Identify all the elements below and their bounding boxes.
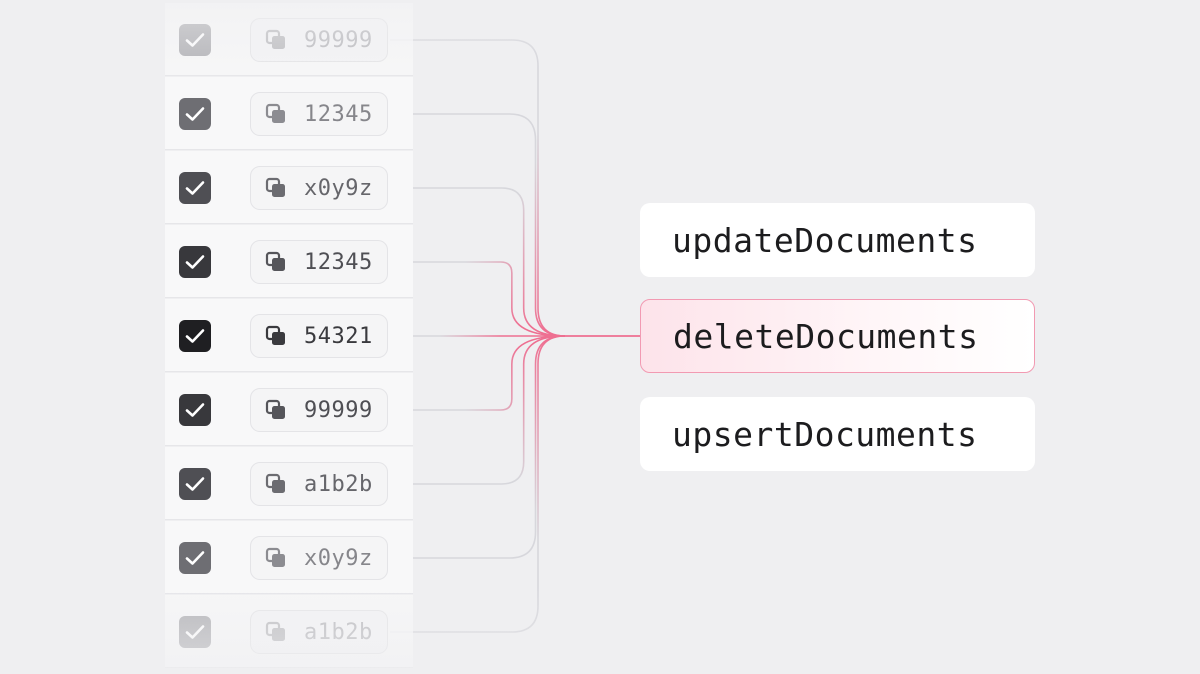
copy-icon	[265, 399, 287, 421]
check-icon	[185, 107, 205, 121]
connector-line	[390, 261, 566, 337]
document-id: x0y9z	[304, 175, 373, 201]
checkbox[interactable]	[179, 542, 211, 574]
copy-icon	[265, 29, 287, 51]
document-id-chip[interactable]: x0y9z	[250, 536, 388, 580]
document-id: a1b2b	[304, 619, 373, 645]
table-row: 99999	[165, 373, 413, 446]
document-id-chip[interactable]: 12345	[250, 240, 388, 284]
copy-icon	[265, 325, 287, 347]
operation-label: upsertDocuments	[672, 414, 978, 454]
document-id: 99999	[304, 397, 373, 423]
connector-line	[390, 113, 566, 337]
document-id-chip[interactable]: 54321	[250, 314, 388, 358]
table-row: a1b2b	[165, 595, 413, 668]
document-id-chip[interactable]: 99999	[250, 18, 388, 62]
check-icon	[185, 477, 205, 491]
document-id-chip[interactable]: 99999	[250, 388, 388, 432]
document-id: a1b2b	[304, 471, 373, 497]
checkbox[interactable]	[179, 616, 211, 648]
upsert-documents-button[interactable]: upsertDocuments	[640, 397, 1035, 471]
connector-line	[390, 335, 566, 633]
table-row: x0y9z	[165, 151, 413, 224]
check-icon	[185, 403, 205, 417]
copy-icon	[265, 547, 287, 569]
check-icon	[185, 255, 205, 269]
delete-documents-button[interactable]: deleteDocuments	[640, 299, 1035, 373]
table-row: 54321	[165, 299, 413, 372]
table-row: a1b2b	[165, 447, 413, 520]
copy-icon	[265, 251, 287, 273]
table-row: x0y9z	[165, 521, 413, 594]
document-id: x0y9z	[304, 545, 373, 571]
copy-icon	[265, 621, 287, 643]
connector-line	[390, 335, 566, 559]
checkbox[interactable]	[179, 246, 211, 278]
checkbox[interactable]	[179, 320, 211, 352]
check-icon	[185, 551, 205, 565]
document-id-chip[interactable]: x0y9z	[250, 166, 388, 210]
document-id: 54321	[304, 323, 373, 349]
connector-line	[390, 335, 566, 485]
checkbox[interactable]	[179, 468, 211, 500]
document-id: 12345	[304, 249, 373, 275]
table-row: 12345	[165, 77, 413, 150]
checkbox[interactable]	[179, 172, 211, 204]
copy-icon	[265, 177, 287, 199]
check-icon	[185, 329, 205, 343]
checkbox[interactable]	[179, 98, 211, 130]
connector-line	[390, 187, 566, 337]
check-icon	[185, 181, 205, 195]
checkbox[interactable]	[179, 24, 211, 56]
copy-icon	[265, 473, 287, 495]
document-id: 99999	[304, 27, 373, 53]
check-icon	[185, 625, 205, 639]
operation-label: updateDocuments	[672, 220, 978, 260]
document-list: 99999 12345 x0y9z 12345	[165, 0, 413, 674]
connector-line	[390, 39, 566, 337]
document-id: 12345	[304, 101, 373, 127]
checkbox[interactable]	[179, 394, 211, 426]
document-id-chip[interactable]: a1b2b	[250, 462, 388, 506]
connector-line	[390, 335, 566, 411]
copy-icon	[265, 103, 287, 125]
table-row: 12345	[165, 225, 413, 298]
document-id-chip[interactable]: a1b2b	[250, 610, 388, 654]
operation-label: deleteDocuments	[673, 316, 979, 356]
check-icon	[185, 33, 205, 47]
update-documents-button[interactable]: updateDocuments	[640, 203, 1035, 277]
table-row: 99999	[165, 3, 413, 76]
document-id-chip[interactable]: 12345	[250, 92, 388, 136]
